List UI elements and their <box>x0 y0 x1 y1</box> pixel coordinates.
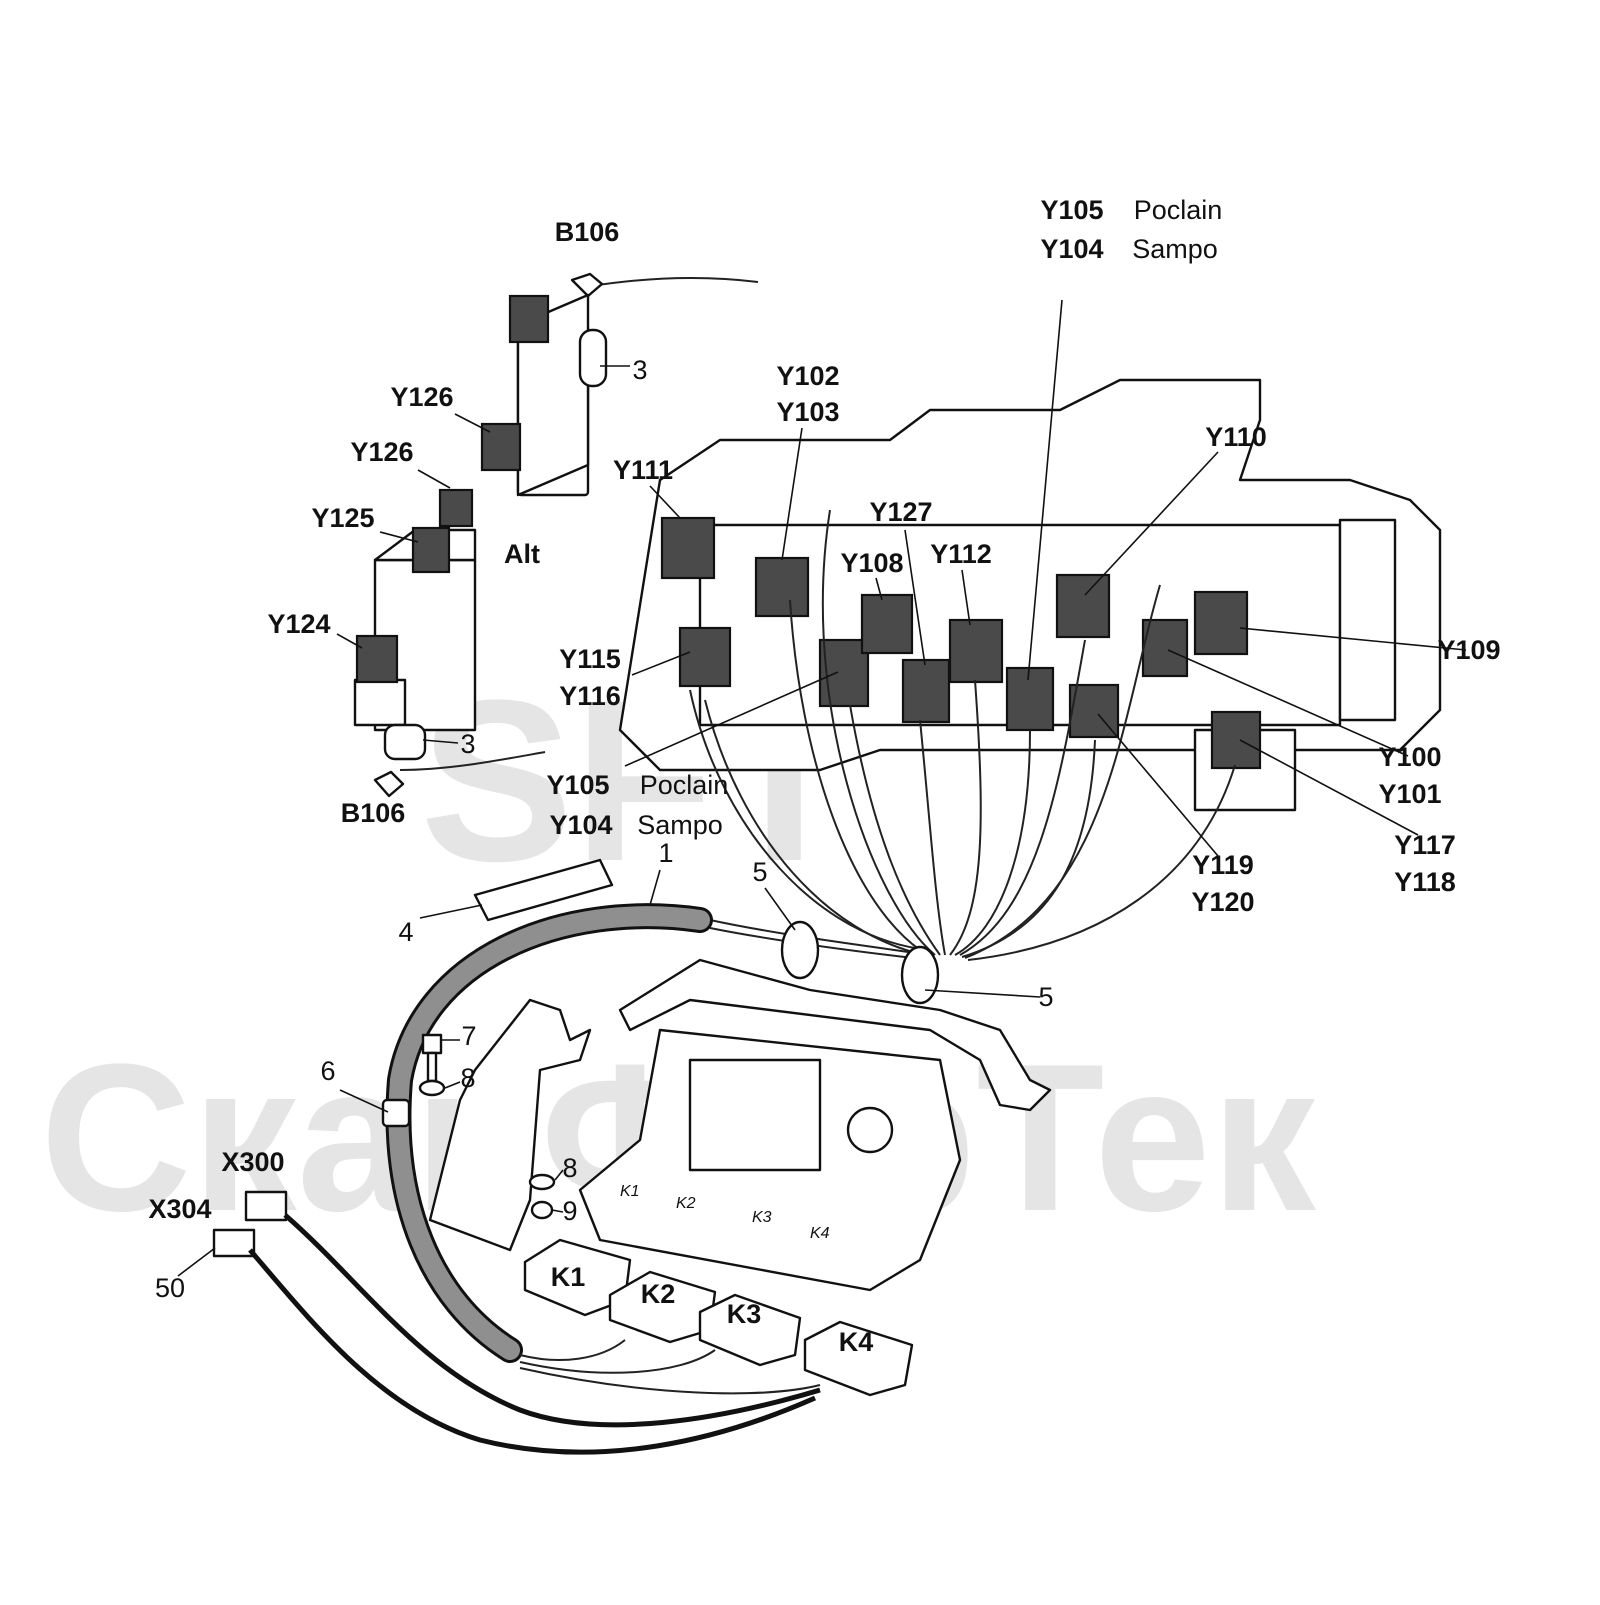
callout-y116: Y116 <box>559 681 621 711</box>
callout-y105-top-code: Y105 <box>1040 195 1103 225</box>
coil-icon <box>754 556 810 618</box>
callout-n50: 50 <box>155 1273 185 1303</box>
coil-icon <box>1005 666 1055 732</box>
cable-ties <box>780 920 940 1005</box>
callout-n8-b: 8 <box>562 1153 577 1183</box>
callout-k1: K1 <box>551 1262 586 1292</box>
callout-b106-bottom: B106 <box>341 798 406 828</box>
left-valve-stack <box>353 488 546 798</box>
callout-n6: 6 <box>320 1056 335 1086</box>
callout-n9: 9 <box>562 1196 577 1226</box>
coil-icon <box>860 593 914 655</box>
callout-y105-mid-code: Y105 <box>546 770 609 800</box>
sleeve <box>473 858 614 922</box>
coil-icon <box>1193 590 1249 656</box>
callout-y115: Y115 <box>559 644 621 674</box>
coil-icon <box>411 526 451 574</box>
callout-n1: 1 <box>658 838 673 868</box>
coil-icon <box>438 488 474 528</box>
board-mark-k4: K4 <box>810 1225 830 1242</box>
control-unit <box>578 1028 962 1292</box>
coil-icon <box>660 516 716 580</box>
callout-y103: Y103 <box>776 397 839 427</box>
callout-y126-a: Y126 <box>390 382 453 412</box>
callout-y125: Y125 <box>311 503 374 533</box>
callout-y104-top-code: Y104 <box>1040 234 1103 264</box>
callout-y118: Y118 <box>1394 867 1456 897</box>
callout-y104-top-note: Sampo <box>1132 234 1218 264</box>
mounting-bracket <box>428 958 1052 1252</box>
callout-n5-a: 5 <box>752 857 767 887</box>
callout-x300: X300 <box>221 1147 284 1177</box>
callout-y101: Y101 <box>1378 779 1441 809</box>
callout-y110: Y110 <box>1205 422 1267 452</box>
callout-n5-b: 5 <box>1038 982 1053 1012</box>
coil-icon <box>1210 710 1262 770</box>
callout-y119: Y119 <box>1192 850 1254 880</box>
callout-y104-mid-code: Y104 <box>549 810 612 840</box>
callout-y100: Y100 <box>1378 742 1441 772</box>
coil-icon <box>1055 573 1111 639</box>
harness-wires <box>689 509 1236 961</box>
connectors <box>212 1190 821 1455</box>
callout-y105-top-note: Poclain <box>1134 195 1223 225</box>
main-valve-bank <box>618 378 1442 812</box>
coil-icon <box>818 638 870 708</box>
fasteners <box>418 1033 556 1220</box>
upper-valve-block <box>480 272 759 497</box>
connector-x300 <box>244 1190 288 1222</box>
callout-y124: Y124 <box>267 609 330 639</box>
connector-x304 <box>212 1228 256 1258</box>
coil-icon <box>678 626 732 688</box>
callout-y104-mid-note: Sampo <box>637 810 723 840</box>
callout-y109: Y109 <box>1437 635 1500 665</box>
board-mark-k2: K2 <box>676 1195 696 1212</box>
callout-y126-b: Y126 <box>350 437 413 467</box>
coil-icon <box>508 294 550 344</box>
leader-lines <box>177 299 1467 1277</box>
callout-y117: Y117 <box>1394 830 1456 860</box>
callout-k3: K3 <box>727 1299 762 1329</box>
coil-icon <box>355 634 399 684</box>
callout-n3-bottom: 3 <box>460 729 475 759</box>
callout-k4: K4 <box>839 1327 874 1357</box>
callout-alt: Alt <box>504 539 540 569</box>
callout-y120: Y120 <box>1191 887 1254 917</box>
coil-icon <box>948 618 1004 684</box>
callout-n3-top: 3 <box>632 355 647 385</box>
callout-n7: 7 <box>461 1021 476 1051</box>
coil-icon <box>1141 618 1189 678</box>
callout-y127: Y127 <box>869 497 932 527</box>
harness-conduit <box>381 903 713 1363</box>
callout-y105-mid-note: Poclain <box>640 770 729 800</box>
callout-b106-top: B106 <box>555 217 620 247</box>
callout-n8-a: 8 <box>460 1063 475 1093</box>
callout-y112: Y112 <box>930 539 992 569</box>
board-mark-k1: K1 <box>620 1183 640 1200</box>
board-mark-k3: K3 <box>752 1209 772 1226</box>
relays <box>523 1238 914 1397</box>
callout-n4: 4 <box>398 917 413 947</box>
callout-y102: Y102 <box>776 361 839 391</box>
callout-k2: K2 <box>641 1279 676 1309</box>
callout-x304: X304 <box>148 1194 211 1224</box>
coil-icon <box>480 422 522 472</box>
coil-icon <box>901 658 951 724</box>
callout-y111: Y111 <box>613 455 673 485</box>
callout-y108: Y108 <box>840 548 903 578</box>
